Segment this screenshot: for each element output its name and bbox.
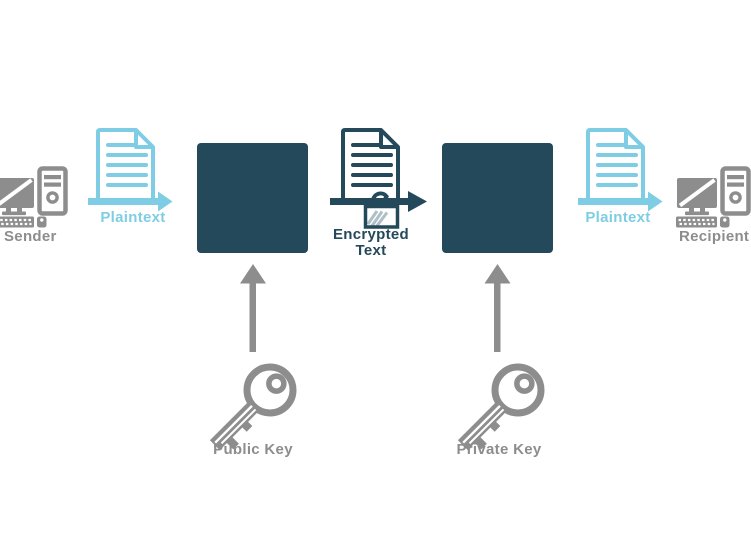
encrypted-arrow-shaft bbox=[330, 198, 408, 205]
public-key-label: Public Key bbox=[213, 441, 293, 458]
encrypted-arrow-head bbox=[408, 191, 427, 212]
sender-label: Sender bbox=[4, 228, 57, 245]
plaintext-right-arrow-shaft bbox=[578, 198, 648, 205]
plaintext-left-arrow-head bbox=[158, 191, 173, 212]
encrypted-document-icon bbox=[330, 128, 427, 229]
encryption-box bbox=[197, 143, 308, 253]
encrypted-text-label: Encrypted Text bbox=[316, 227, 426, 258]
encrypted-text-label-line2: Text bbox=[355, 241, 387, 259]
public-key-up-arrow bbox=[240, 264, 266, 352]
recipient-computer-icon bbox=[676, 169, 749, 228]
private-key-up-arrow bbox=[484, 264, 511, 352]
plaintext-right-label: Plaintext bbox=[585, 209, 651, 226]
plaintext-right-arrow-head bbox=[648, 191, 663, 212]
plaintext-left-label: Plaintext bbox=[100, 209, 166, 226]
padlock-body-icon bbox=[363, 204, 400, 229]
private-key-label: Private Key bbox=[456, 441, 542, 458]
plaintext-document-icon-right bbox=[578, 128, 663, 212]
plaintext-document-icon-left bbox=[88, 128, 173, 212]
decryption-box bbox=[442, 143, 553, 253]
recipient-label: Recipient bbox=[679, 228, 750, 245]
sender-computer-icon bbox=[0, 169, 66, 228]
encrypted-text-label-line1: Encrypted bbox=[332, 226, 410, 243]
plaintext-left-arrow-shaft bbox=[88, 198, 158, 205]
